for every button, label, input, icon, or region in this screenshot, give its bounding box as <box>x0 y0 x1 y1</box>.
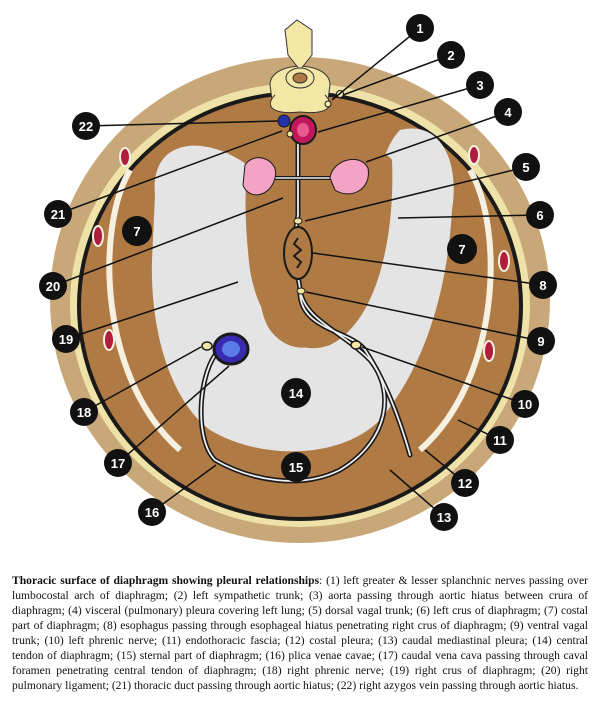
svg-text:9: 9 <box>537 334 544 349</box>
dorsal-vagal-trunk <box>293 217 303 225</box>
svg-text:17: 17 <box>111 456 125 471</box>
callout-3: 3 <box>466 71 494 99</box>
svg-text:11: 11 <box>493 433 507 448</box>
esophagus-lumen <box>292 237 303 269</box>
svg-text:1: 1 <box>416 21 423 36</box>
ventral-vagal-trunk <box>296 287 306 295</box>
pleural-gap-right <box>418 168 494 453</box>
svg-text:4: 4 <box>504 105 512 120</box>
callout-14: 14 <box>281 378 311 408</box>
callout-2: 2 <box>437 41 465 69</box>
svg-text:10: 10 <box>518 397 532 412</box>
pleural-gap-left <box>106 168 182 453</box>
right-phrenic-nerve <box>201 341 213 351</box>
thoracic-duct <box>286 130 294 138</box>
svg-text:14: 14 <box>289 386 304 401</box>
intercostal-vessels <box>92 145 510 362</box>
callout-9: 9 <box>527 327 555 355</box>
svg-text:3: 3 <box>476 78 483 93</box>
caption-body: : (1) left greater & lesser splanchnic n… <box>12 574 588 692</box>
svg-text:2: 2 <box>447 48 454 63</box>
svg-text:8: 8 <box>539 278 546 293</box>
callout-21: 21 <box>44 200 72 228</box>
callout-11: 11 <box>486 426 514 454</box>
callout-17: 17 <box>104 449 132 477</box>
callout-10: 10 <box>511 390 539 418</box>
figure-caption: Thoracic surface of diaphragm showing pl… <box>12 573 588 693</box>
svg-text:7: 7 <box>458 242 465 257</box>
callout-18: 18 <box>70 398 98 426</box>
svg-text:6: 6 <box>536 208 543 223</box>
callout-13: 13 <box>430 503 458 531</box>
callout-15: 15 <box>281 452 311 482</box>
svg-text:18: 18 <box>77 405 91 420</box>
callout-16: 16 <box>138 498 166 526</box>
svg-text:21: 21 <box>51 207 65 222</box>
svg-text:22: 22 <box>79 119 93 134</box>
svg-text:5: 5 <box>522 160 529 175</box>
svg-text:20: 20 <box>46 279 60 294</box>
callout-1: 1 <box>406 14 434 42</box>
callout-markers: 1 2 3 4 5 6 7 7 8 9 10 11 12 13 14 15 16… <box>39 14 557 531</box>
callout-19: 19 <box>52 325 80 353</box>
svg-text:13: 13 <box>437 510 451 525</box>
azygos-vein <box>277 114 291 128</box>
callout-4: 4 <box>494 98 522 126</box>
callout-8: 8 <box>529 271 557 299</box>
right-lung-pink <box>242 157 277 196</box>
crura-muscle <box>245 144 393 349</box>
callout-12: 12 <box>451 469 479 497</box>
diaphragm-figure: 1 2 3 4 5 6 7 7 8 9 10 11 12 13 14 15 16… <box>39 14 557 543</box>
svg-text:15: 15 <box>289 460 303 475</box>
callout-20: 20 <box>39 272 67 300</box>
callout-7-right: 7 <box>447 234 477 264</box>
vertebra <box>269 19 331 114</box>
svg-text:12: 12 <box>458 476 472 491</box>
diaphragm-diagram: 1 2 3 4 5 6 7 7 8 9 10 11 12 13 14 15 16… <box>39 14 557 543</box>
callout-22: 22 <box>72 112 100 140</box>
callout-7-left: 7 <box>122 216 152 246</box>
svg-text:7: 7 <box>133 224 140 239</box>
vena-cava-lumen <box>222 341 240 357</box>
svg-text:19: 19 <box>59 332 73 347</box>
left-phrenic-nerve <box>350 340 362 350</box>
caption-title: Thoracic surface of diaphragm showing pl… <box>12 574 320 587</box>
svg-text:16: 16 <box>145 505 159 520</box>
callout-5: 5 <box>512 153 540 181</box>
splanchnic-nerves <box>324 100 332 108</box>
callout-6: 6 <box>526 201 554 229</box>
left-lung-pink <box>329 158 369 195</box>
aorta-lumen <box>297 123 309 137</box>
